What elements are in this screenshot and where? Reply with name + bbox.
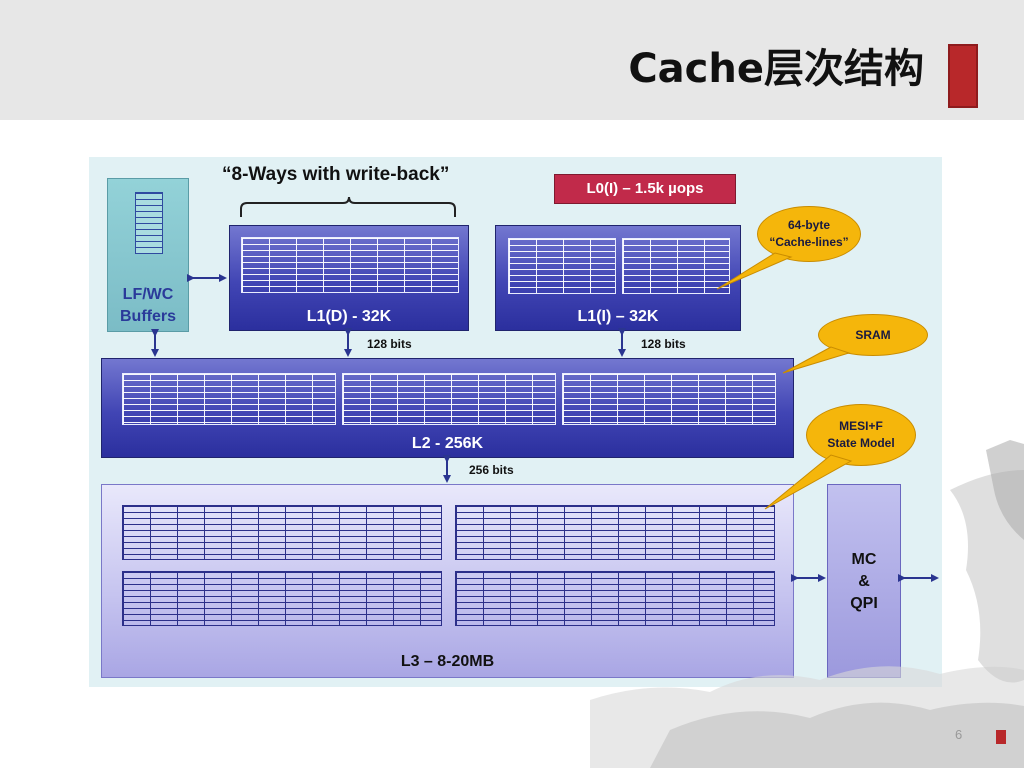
callout-mesi: MESI+F State Model [806, 404, 916, 466]
l3-way-grid-4 [455, 571, 775, 626]
l2-way-grid-1 [122, 373, 336, 425]
slide-header: Cache层次结构 [0, 0, 1024, 120]
callout-cache-lines-line1: 64-byte [787, 218, 831, 232]
ways-note: “8-Ways with write-back” [222, 164, 450, 185]
lfwc-label-line2: Buffers [119, 308, 176, 325]
l3-way-grid-2 [455, 505, 775, 560]
mc-label: MC [851, 551, 877, 568]
l1i-label: L1(I) – 32K [577, 308, 659, 325]
l1i-way-grid-left [508, 238, 616, 294]
slide-title: Cache层次结构 [628, 46, 924, 92]
callout-sram-tail [782, 346, 851, 374]
callout-cache-lines-tail [716, 252, 793, 290]
ink-landscape-decoration [590, 440, 1024, 768]
l1d-way-grid [241, 237, 459, 293]
bus-l1d-l2-label: 128 bits [367, 337, 412, 351]
lfwc-label-line1: LF/WC [122, 286, 174, 303]
l1d-block: L1(D) - 32K [229, 225, 469, 331]
l0-block: L0(I) – 1.5k µops [554, 174, 736, 204]
l3-block: L3 – 8-20MB [101, 484, 794, 678]
callout-cache-lines-line2: “Cache-lines” [769, 235, 849, 249]
bus-l1i-l2-label: 128 bits [641, 337, 686, 351]
l3-way-grid-1 [122, 505, 442, 560]
l3-label: L3 – 8-20MB [400, 653, 495, 670]
lfwc-buffers-block: LF/WC Buffers [107, 178, 189, 332]
qpi-label: QPI [850, 595, 878, 612]
lfwc-buffer-grid [135, 192, 163, 254]
mc-qpi-block: MC & QPI [827, 484, 901, 678]
ways-brace [240, 196, 456, 217]
callout-mesi-line2: State Model [827, 436, 895, 450]
callout-cache-lines: 64-byte “Cache-lines” [757, 206, 861, 262]
l3-way-grid-3 [122, 571, 442, 626]
signature-seal [996, 730, 1006, 744]
page-number: 6 [955, 727, 963, 742]
bus-l2-l3-label: 256 bits [469, 463, 514, 477]
seal-stamp [948, 44, 978, 108]
l2-label: L2 - 256K [411, 435, 484, 452]
l1i-way-grid-right [622, 238, 730, 294]
mc-amp-label: & [858, 573, 870, 590]
l2-block: L2 - 256K [101, 358, 794, 458]
cache-hierarchy-diagram: LF/WC Buffers “8-Ways with write-back” L… [89, 157, 942, 687]
diagram-connectors [151, 196, 939, 582]
l1d-label: L1(D) - 32K [306, 308, 392, 325]
callout-mesi-line1: MESI+F [839, 419, 883, 433]
callout-mesi-tail [764, 454, 853, 510]
l1i-block: L1(I) – 32K [495, 225, 741, 331]
l2-way-grid-2 [342, 373, 556, 425]
l2-way-grid-3 [562, 373, 776, 425]
callout-sram-text: SRAM [855, 327, 891, 342]
